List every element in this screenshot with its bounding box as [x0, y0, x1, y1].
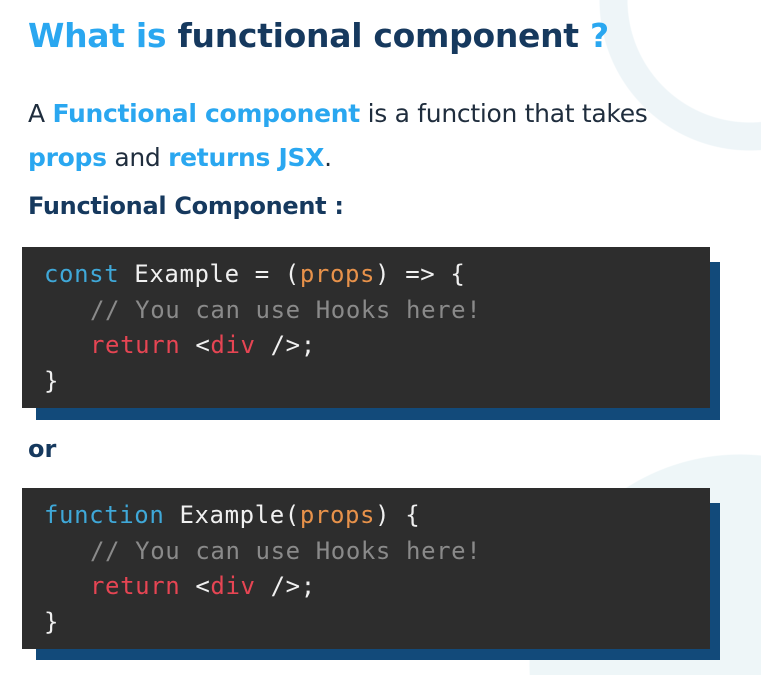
code-line: function Example(props) {	[44, 498, 710, 534]
code-block-function: function Example(props) {// You can use …	[22, 488, 710, 649]
code-tag: div	[210, 572, 256, 600]
code-param: props	[299, 260, 376, 288]
title-main: functional component	[177, 16, 579, 55]
code-text: Example = (	[119, 260, 300, 288]
text: and	[106, 143, 169, 172]
code-tag: div	[210, 331, 256, 359]
highlight: props	[28, 143, 107, 172]
separator-text: or	[28, 435, 57, 463]
code-line: return <div />;	[60, 328, 710, 364]
code-keyword: return	[90, 572, 181, 600]
page-title: What is functional component ?	[28, 16, 609, 55]
code-text: ) {	[375, 501, 421, 529]
code-line: const Example = (props) => {	[44, 257, 710, 293]
title-question: ?	[589, 16, 609, 55]
text: A	[28, 99, 53, 128]
code-comment: // You can use Hooks here!	[90, 536, 482, 565]
code-keyword: const	[44, 260, 120, 288]
code-keyword: return	[90, 331, 181, 359]
title-highlight: What is	[28, 16, 167, 55]
code-text: ) => {	[375, 260, 466, 288]
highlight: Functional component	[52, 99, 360, 128]
code-comment: // You can use Hooks here!	[90, 295, 482, 324]
code-param: props	[299, 501, 376, 529]
code-text: />;	[255, 572, 316, 600]
code-block-arrow: const Example = (props) => {// You can u…	[22, 247, 710, 408]
definition-paragraph: A Functional component is a function tha…	[28, 92, 728, 180]
text: .	[324, 143, 332, 172]
section-subtitle: Functional Component :	[28, 192, 344, 220]
text: is a function that takes	[359, 99, 648, 128]
code-line: return <div />;	[60, 569, 710, 605]
code-text: <	[180, 331, 211, 359]
code-text: <	[180, 572, 211, 600]
code-line: }	[44, 607, 60, 636]
code-keyword: function	[44, 501, 165, 529]
code-text: Example(	[164, 501, 300, 529]
code-line: }	[44, 366, 60, 395]
code-text: />;	[255, 331, 316, 359]
highlight: returns JSX	[168, 143, 325, 172]
